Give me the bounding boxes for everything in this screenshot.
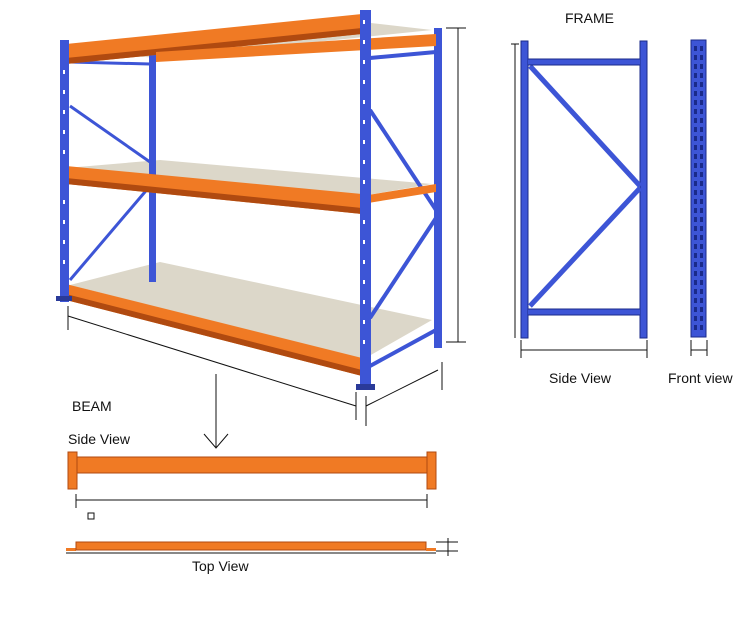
frame-front-view-drawing	[690, 39, 707, 338]
upright-hole	[694, 136, 697, 141]
beam-side-view-drawing	[67, 451, 437, 490]
front-view-upright-holes	[694, 46, 703, 330]
front-left-upright-holes	[63, 70, 65, 264]
upright-hole	[700, 118, 703, 123]
frame-side-view-label: Side View	[549, 370, 612, 386]
beam-top-view-label: Top View	[192, 558, 249, 574]
beam-side-view-label: Side View	[68, 431, 131, 447]
front-left-upright-foot	[56, 296, 72, 301]
upright-hole	[700, 307, 703, 312]
upright-hole	[694, 289, 697, 294]
shelving-unit-illustration	[56, 10, 442, 390]
upright-hole	[694, 307, 697, 312]
upright-hole	[694, 64, 697, 69]
upright-hole	[694, 118, 697, 123]
upright-hole	[700, 127, 703, 132]
upright-hole	[694, 226, 697, 231]
upright-hole	[700, 91, 703, 96]
upright-hole	[694, 109, 697, 114]
shelving-dimension-lines	[67, 27, 466, 426]
upright-hole	[700, 109, 703, 114]
upright-hole	[694, 127, 697, 132]
frame-title: FRAME	[565, 10, 614, 26]
left-frame-bracing	[68, 60, 152, 281]
upright-hole	[700, 154, 703, 159]
upright-hole	[694, 217, 697, 222]
upright-hole	[700, 136, 703, 141]
upright-hole	[700, 163, 703, 168]
upright-hole	[694, 100, 697, 105]
upright-hole	[700, 244, 703, 249]
upright-hole	[700, 289, 703, 294]
upright-hole	[700, 145, 703, 150]
upright-hole	[700, 226, 703, 231]
middle-front-beam-shade	[66, 178, 362, 214]
upright-hole	[694, 82, 697, 87]
upright-hole	[700, 73, 703, 78]
upright-hole	[700, 298, 703, 303]
upright-hole	[700, 280, 703, 285]
upright-hole	[694, 73, 697, 78]
right-frame-bracing	[368, 50, 438, 368]
upright-hole	[694, 91, 697, 96]
back-left-upright	[149, 50, 156, 282]
upright-hole	[694, 154, 697, 159]
upright-hole	[700, 46, 703, 51]
upright-hole	[694, 145, 697, 150]
upright-hole	[694, 163, 697, 168]
bottom-shelf-board	[70, 262, 432, 360]
frame-front-view-label: Front view	[668, 370, 733, 386]
down-arrow-icon	[203, 374, 229, 449]
frame-side-dimension-lines	[511, 43, 648, 358]
upright-hole	[700, 64, 703, 69]
upright-hole	[700, 316, 703, 321]
upright-hole	[694, 208, 697, 213]
beam-top-view-drawing	[66, 541, 436, 551]
beam-side-dimension-lines	[75, 494, 428, 520]
upright-hole	[694, 244, 697, 249]
upright-hole	[700, 190, 703, 195]
upright-hole	[700, 100, 703, 105]
front-right-upright	[360, 10, 371, 390]
upright-hole	[700, 271, 703, 276]
front-left-upright	[60, 40, 69, 302]
front-right-upright-holes	[363, 20, 365, 344]
middle-shelf-board	[66, 160, 432, 196]
upright-hole	[694, 280, 697, 285]
upright-hole	[700, 217, 703, 222]
upright-hole	[700, 172, 703, 177]
bottom-front-beam-shade	[66, 294, 362, 376]
front-right-upright-foot	[356, 384, 375, 390]
upright-hole	[694, 55, 697, 60]
middle-back-beam	[362, 184, 436, 204]
upright-hole	[694, 325, 697, 330]
upright-hole	[694, 298, 697, 303]
upright-hole	[700, 325, 703, 330]
beam-top-dimension-lines	[66, 538, 458, 556]
upright-hole	[694, 316, 697, 321]
frame-front-dimension-lines	[690, 340, 708, 356]
upright-hole	[700, 181, 703, 186]
top-front-beam-shade	[66, 28, 362, 64]
upright-hole	[694, 181, 697, 186]
upright-hole	[700, 82, 703, 87]
upright-hole	[694, 46, 697, 51]
upright-hole	[700, 253, 703, 258]
upright-hole	[694, 271, 697, 276]
upright-hole	[700, 262, 703, 267]
upright-hole	[700, 199, 703, 204]
back-right-upright	[434, 28, 442, 348]
upright-hole	[694, 172, 697, 177]
upright-hole	[694, 262, 697, 267]
beam-title: BEAM	[72, 398, 112, 414]
upright-hole	[694, 253, 697, 258]
frame-side-view-drawing	[520, 40, 648, 339]
upright-hole	[694, 199, 697, 204]
upright-hole	[694, 235, 697, 240]
upright-hole	[700, 55, 703, 60]
upright-hole	[700, 235, 703, 240]
upright-hole	[700, 208, 703, 213]
upright-hole	[694, 190, 697, 195]
